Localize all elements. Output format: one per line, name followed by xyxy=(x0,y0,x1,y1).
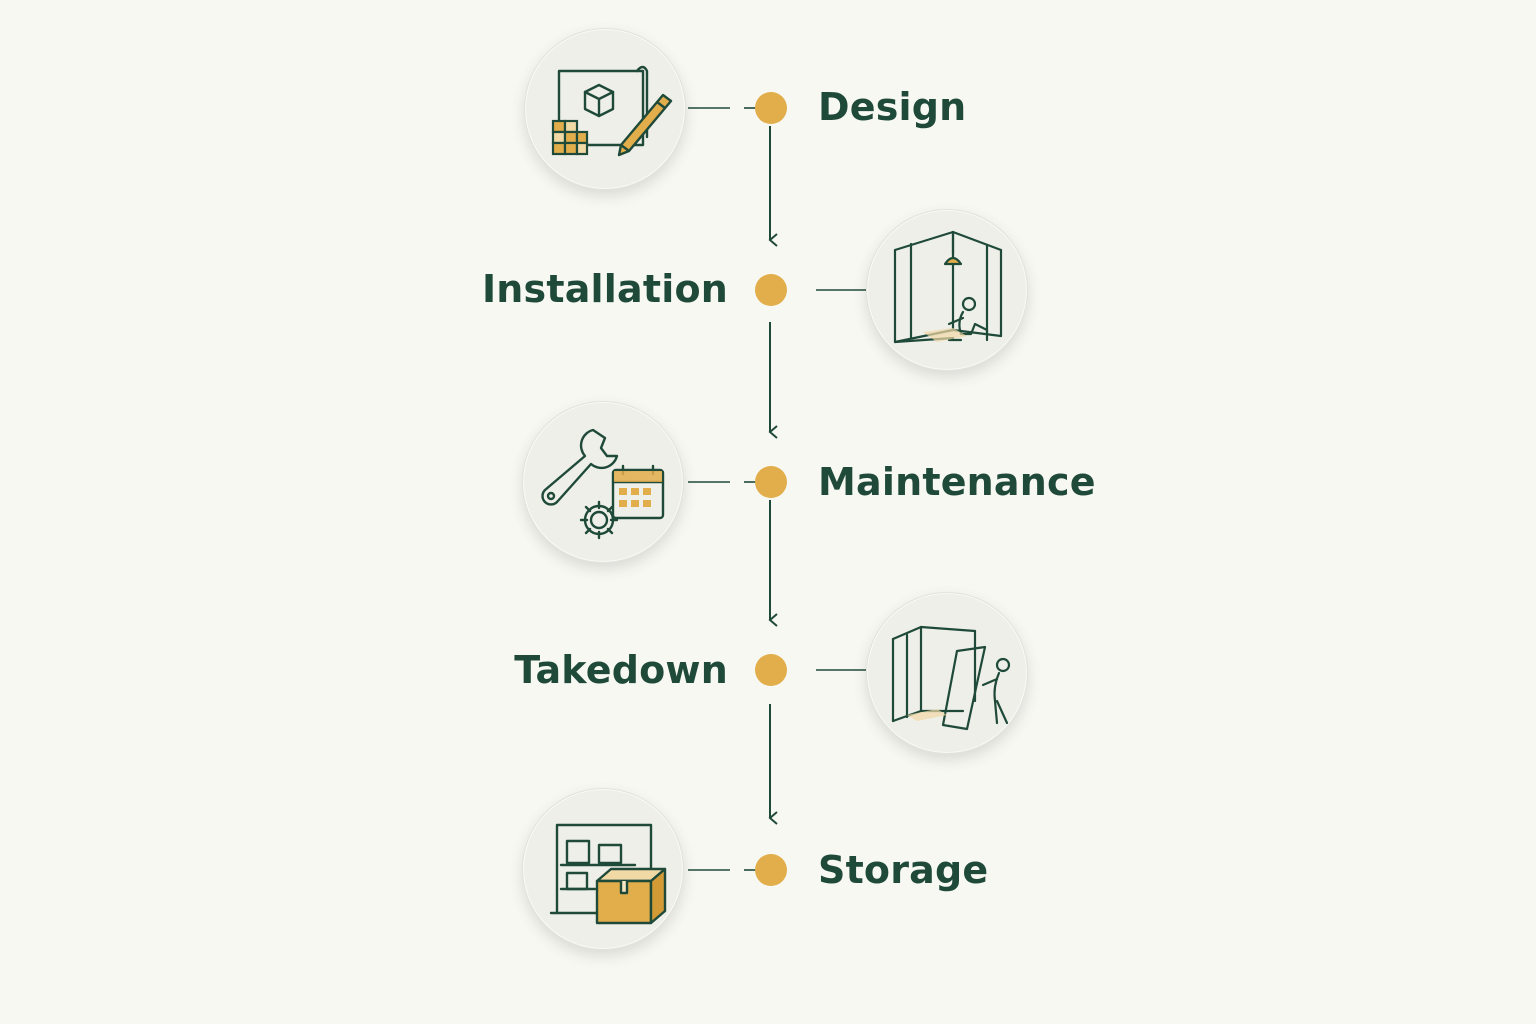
step-label-design: Design xyxy=(818,85,967,129)
installation-icon-circle xyxy=(866,209,1028,371)
blueprint-pencil-icon xyxy=(551,65,673,157)
step-dot-storage xyxy=(755,854,787,886)
step-label-storage: Storage xyxy=(818,848,989,892)
maintenance-icon-circle xyxy=(522,401,684,563)
step-dot-design xyxy=(755,92,787,124)
step-dot-maintenance xyxy=(755,466,787,498)
step-label-maintenance: Maintenance xyxy=(818,460,1096,504)
step-dot-installation xyxy=(755,274,787,306)
shelf-boxes-icon xyxy=(549,823,667,925)
step-dot-takedown xyxy=(755,654,787,686)
step-label-installation: Installation xyxy=(481,267,728,311)
wrench-calendar-gear-icon xyxy=(541,428,665,540)
storage-icon-circle xyxy=(522,788,684,950)
design-icon-circle xyxy=(524,28,686,190)
takedown-icon-circle xyxy=(866,592,1028,754)
booth-install-icon xyxy=(893,230,1003,344)
booth-takedown-icon xyxy=(891,625,1011,731)
step-label-takedown: Takedown xyxy=(514,648,728,692)
